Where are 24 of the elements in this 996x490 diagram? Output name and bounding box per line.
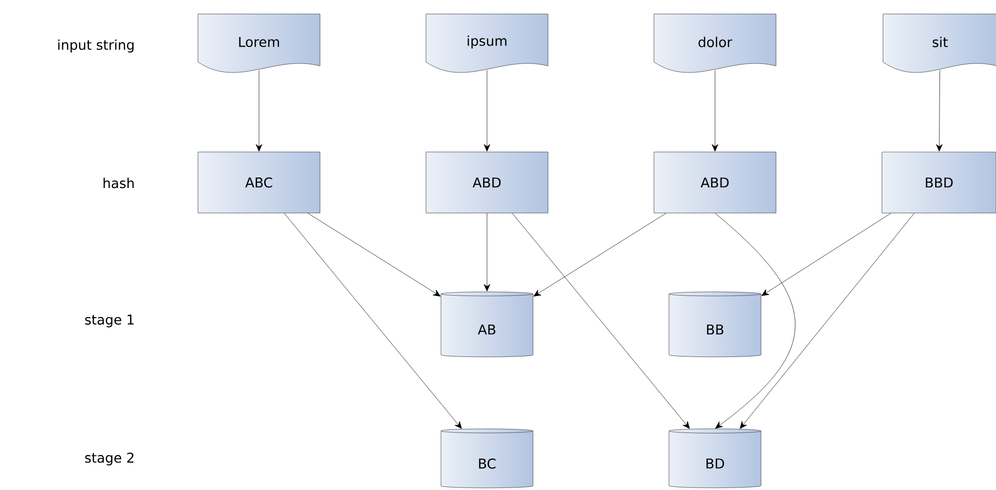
hash-box: ABC [198, 152, 320, 214]
hash-box: ABD [654, 152, 776, 214]
database-cylinder: BC [440, 428, 534, 488]
database-cylinder: AB [440, 292, 534, 358]
arrow [533, 213, 666, 296]
arrow [484, 70, 490, 152]
arrow [284, 213, 462, 429]
arrow [308, 213, 441, 296]
row-label: stage 1 [85, 314, 134, 328]
database-cylinder: BB [668, 292, 762, 358]
arrow [761, 213, 892, 296]
hash-box: ABD [426, 152, 548, 214]
hash-box: BBD [882, 152, 996, 214]
database-cylinder: BD [668, 428, 762, 488]
arrow [484, 213, 490, 292]
arrow [256, 70, 262, 152]
row-label: input string [58, 39, 134, 53]
arrow [740, 213, 914, 429]
row-label: hash [104, 178, 134, 188]
arrow [714, 213, 796, 429]
arrow [712, 70, 718, 152]
arrow [936, 70, 942, 152]
arrow [512, 213, 690, 429]
row-label: stage 2 [85, 452, 134, 466]
